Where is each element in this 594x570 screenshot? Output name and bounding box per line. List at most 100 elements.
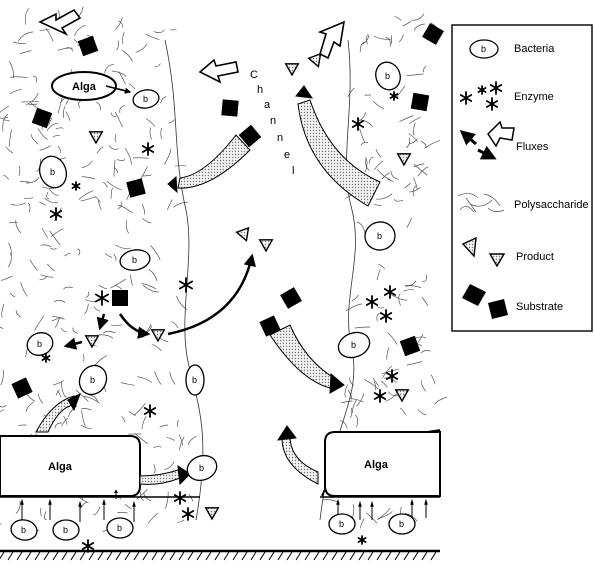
alga-label: Alga [72, 81, 97, 93]
polysaccharide-strand [352, 295, 359, 301]
polysaccharide-strand [50, 189, 59, 196]
enzyme [359, 536, 366, 544]
polysaccharide-strand [165, 461, 175, 469]
polysaccharide-strand [35, 316, 44, 331]
substratum-hatch [386, 552, 391, 560]
polysaccharide-strand [81, 197, 96, 201]
bacterium: b [132, 88, 161, 110]
polysaccharide-strand [125, 504, 131, 508]
polysaccharide-strand [134, 403, 145, 415]
polysaccharide-strand [377, 313, 380, 321]
polysaccharide-strand [154, 446, 162, 447]
legend-label-product: Product [516, 251, 554, 263]
substratum-hatch [116, 552, 121, 560]
substratum-hatch [314, 552, 319, 560]
substratum-hatch [8, 552, 13, 560]
substratum-hatch [413, 552, 418, 560]
polysaccharide-strand [381, 381, 387, 388]
polysaccharide-strand [131, 275, 133, 286]
polysaccharide-strand [86, 292, 89, 298]
substratum-hatch [233, 552, 238, 560]
polysaccharide-strand [399, 294, 401, 306]
polysaccharide-strand [142, 324, 151, 337]
polysaccharide-strand [405, 183, 411, 188]
bacterium: b [186, 365, 204, 395]
product [260, 240, 273, 251]
polysaccharide-strand [81, 425, 92, 428]
polysaccharide-strand [82, 177, 95, 179]
substratum-hatch [305, 552, 310, 560]
enzyme [180, 278, 192, 292]
polysaccharide-strand [3, 120, 9, 122]
polysaccharide-strand [412, 14, 424, 20]
bacterium-label: b [339, 519, 344, 529]
polysaccharide-strand [20, 181, 30, 182]
polysaccharide-strand [66, 112, 70, 121]
polysaccharide-strand [418, 409, 426, 415]
polysaccharide-strand [79, 101, 82, 108]
polysaccharide-strand [24, 197, 33, 198]
polysaccharide-strand [62, 382, 67, 398]
substratum-hatch [17, 552, 22, 560]
polysaccharide-strand [352, 399, 356, 413]
polysaccharide-strand [13, 42, 26, 43]
polysaccharide-strand [122, 50, 133, 61]
polysaccharide-strand [142, 284, 157, 289]
polysaccharide-strand [109, 146, 119, 150]
bacterium-label: b [21, 525, 26, 535]
enzyme [51, 208, 61, 220]
polysaccharide-strand [379, 265, 385, 269]
product [398, 154, 411, 165]
polysaccharide-strand [394, 17, 401, 21]
bacterium-label: b [50, 167, 55, 177]
polysaccharide-strand [414, 24, 425, 30]
polysaccharide-strand [26, 93, 38, 105]
polysaccharide-strand [46, 28, 53, 41]
polysaccharide-strand [3, 114, 8, 131]
polysaccharide-strand [81, 409, 91, 411]
polysaccharide-strand [115, 18, 122, 30]
product [152, 330, 165, 341]
substratum-hatch [260, 552, 265, 560]
polysaccharide-strand [115, 112, 122, 127]
substratum-hatch [188, 552, 193, 560]
polysaccharide-strand [115, 245, 130, 249]
bacterium: b [389, 514, 415, 534]
polysaccharide-strand [127, 194, 130, 200]
substratum-hatch [98, 552, 103, 560]
polysaccharide-strand [350, 408, 352, 418]
substrate [280, 287, 302, 309]
bacterium-label: b [192, 375, 197, 385]
polysaccharide-strand [18, 32, 33, 42]
polysaccharide-strand [424, 140, 440, 148]
polysaccharide-strand [114, 254, 116, 261]
polysaccharide-strand [406, 138, 410, 148]
legend-label-enzyme: Enzyme [514, 91, 554, 103]
polysaccharide-strand [111, 325, 122, 326]
polysaccharide-strand [115, 134, 116, 142]
polysaccharide-strand [10, 293, 15, 297]
polysaccharide-strand [121, 417, 125, 423]
polysaccharide-strand [82, 161, 93, 168]
polysaccharide-strand [39, 394, 43, 404]
polysaccharide-strand [435, 397, 447, 404]
polysaccharide-strand [44, 511, 46, 520]
bacterium: b [9, 518, 38, 542]
polysaccharide-strand [16, 501, 20, 513]
polysaccharide-strand [142, 218, 151, 222]
bacterium: b [53, 520, 79, 540]
bacterium: b [372, 59, 404, 94]
substrate [32, 108, 53, 129]
substrate [78, 36, 99, 57]
polysaccharide-strand [360, 129, 365, 144]
polysaccharide-strand [382, 173, 390, 179]
polysaccharide-strand [150, 128, 152, 140]
polysaccharide-strand [361, 35, 369, 44]
polysaccharide-strand [99, 285, 107, 289]
polysaccharide-strand [56, 128, 64, 129]
polysaccharide-strand [374, 378, 376, 391]
polysaccharide-strand [65, 253, 71, 256]
channel-letter: e [284, 149, 290, 161]
polysaccharide-strand [19, 166, 20, 176]
polysaccharide-strand [360, 519, 364, 529]
